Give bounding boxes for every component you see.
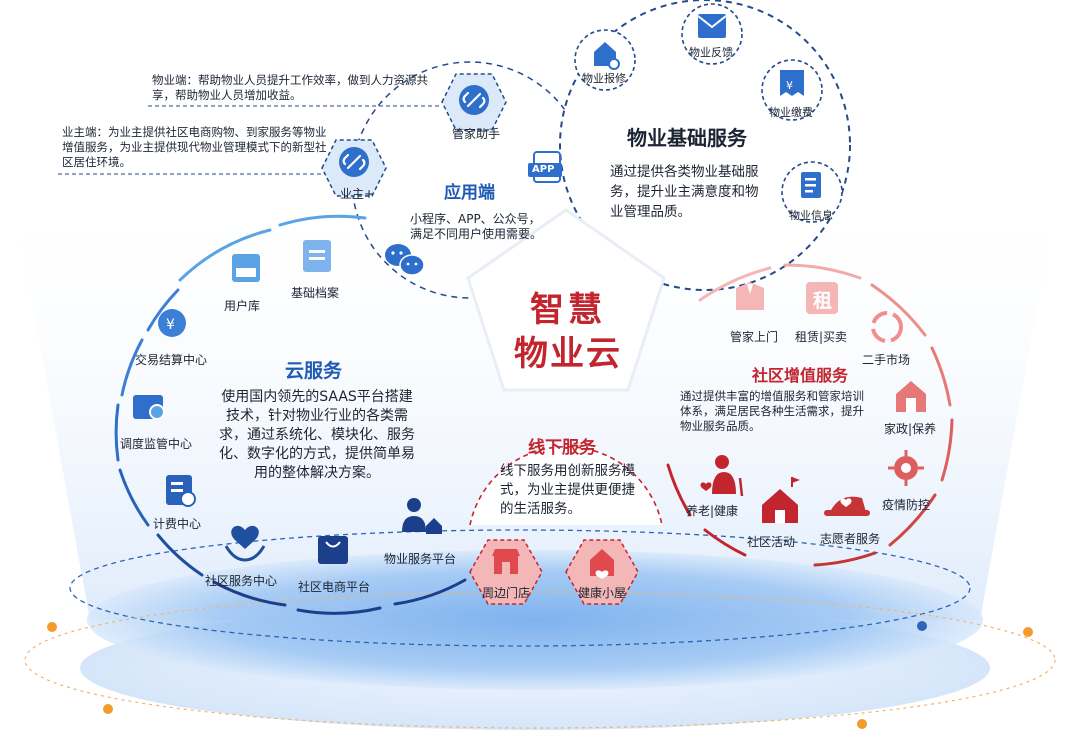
svg-text:¥: ¥ <box>786 79 793 92</box>
owner-end-note: 业主端：为业主提供社区电商购物、到家服务等物业增值服务，为业主提供现代物业管理模… <box>62 125 327 169</box>
app-end-title: 应用端 <box>444 183 495 203</box>
cloud-services-title: 云服务 <box>285 360 343 382</box>
svg-text:¥: ¥ <box>166 317 175 333</box>
cloud-item-dispatch[interactable]: 调度监管中心 <box>120 437 193 451</box>
basic-item-info[interactable]: 物业信息 <box>789 209 833 222</box>
offline-desc: 线下服务用创新服务模式，为业主提供更便捷的生活服务。 <box>500 463 635 517</box>
store-icon <box>490 546 522 576</box>
rent-badge-text: 租 <box>813 290 833 312</box>
cloud-item-ecommerce[interactable]: 社区电商平台 <box>298 580 371 594</box>
hex-health-hut-label: 健康小屋 <box>578 586 627 600</box>
cloud-item-community-center[interactable]: 社区服务中心 <box>205 574 278 588</box>
basic-item-payment[interactable]: 物业缴费 <box>769 106 813 119</box>
basic-services-title: 物业基础服务 <box>627 126 747 150</box>
value-item-second-hand[interactable]: 二手市场 <box>862 353 911 367</box>
cloud-services-desc: 使用国内领先的SAAS平台搭建技术，针对物业行业的各类需求，通过系统化、模块化、… <box>219 389 415 481</box>
offline-title: 线下服务 <box>528 438 596 458</box>
value-item-elderly[interactable]: 养老|健康 <box>686 504 739 518</box>
cloud-item-archive[interactable]: 基础档案 <box>291 286 340 300</box>
value-item-butler[interactable]: 管家上门 <box>730 330 779 344</box>
app-badge: APP <box>532 164 555 175</box>
value-item-epidemic[interactable]: 疫情防控 <box>882 498 931 512</box>
center-title-line2: 物业云 <box>514 334 622 374</box>
hex-nearby-store-label: 周边门店 <box>482 586 531 600</box>
health-house-icon <box>588 546 616 578</box>
center-title-line1: 智慧 <box>530 290 606 330</box>
hex-owner-plus-label: 业主+ <box>340 187 375 201</box>
cloud-item-settlement[interactable]: 交易结算中心 <box>135 353 208 367</box>
value-item-housekeeping[interactable]: 家政|保养 <box>884 422 937 436</box>
app-end-desc: 小程序、APP、公众号，满足不同用户使用需要。 <box>410 212 543 241</box>
basic-item-repair[interactable]: 物业报修 <box>582 72 626 85</box>
cloud-item-user-db[interactable]: 用户库 <box>224 299 261 313</box>
value-added-title: 社区增值服务 <box>752 366 849 385</box>
cloud-item-billing[interactable]: 计费中心 <box>153 517 202 531</box>
hex-butler-assistant-label: 管家助手 <box>452 127 501 141</box>
value-item-volunteer[interactable]: 志愿者服务 <box>820 532 881 546</box>
cloud-item-property-platform[interactable]: 物业服务平台 <box>384 552 457 566</box>
property-end-note: 物业端：帮助物业人员提升工作效率，做到人力资源共享，帮助物业人员增加收益。 <box>152 73 428 102</box>
basic-item-feedback[interactable]: 物业反馈 <box>689 46 733 59</box>
value-added-desc: 通过提供丰富的增值服务和管家培训体系，满足居民各种生活需求，提升物业服务品质。 <box>680 389 864 433</box>
value-item-activity[interactable]: 社区活动 <box>747 535 796 549</box>
value-item-rent[interactable]: 租赁|买卖 <box>795 330 848 344</box>
basic-services-desc: 通过提供各类物业基础服务，提升业主满意度和物业管理品质。 <box>610 164 759 220</box>
